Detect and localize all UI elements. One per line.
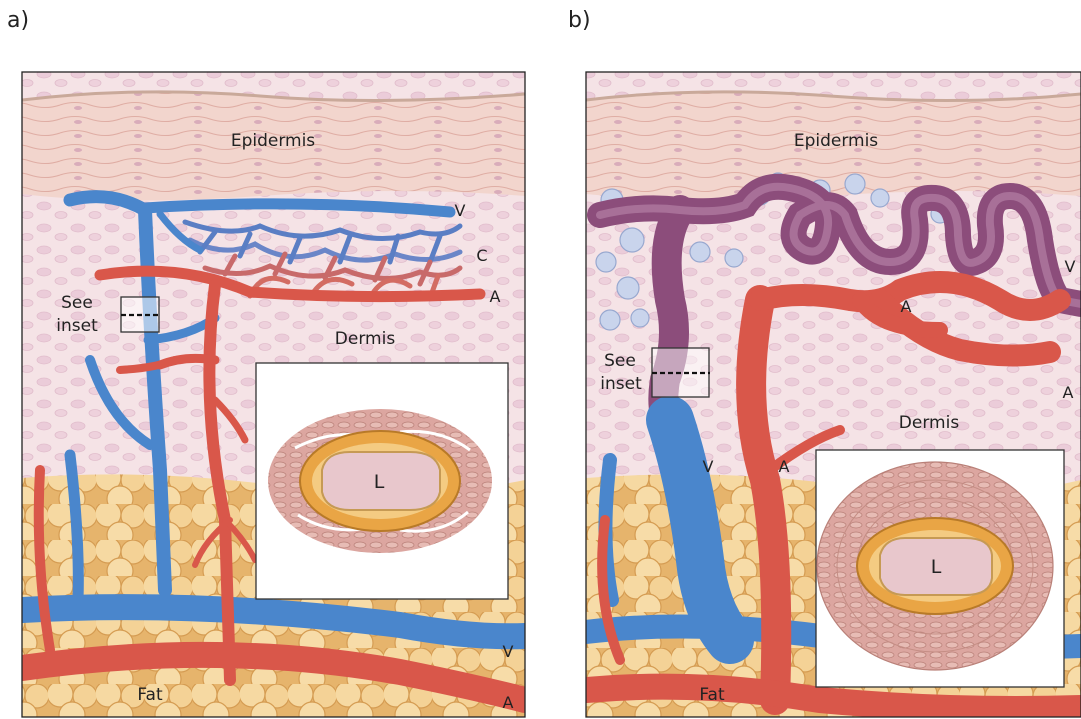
panel-b <box>586 72 1081 719</box>
panel-b-label-fat: Fat <box>699 685 725 705</box>
panel-b-label-lumen: L <box>931 556 942 578</box>
panel-b-label-epidermis: Epidermis <box>794 131 878 151</box>
panel-b-label-dermis: Dermis <box>899 413 960 433</box>
panel-b-label-inset: inset <box>600 374 642 394</box>
panel-b-label-vein: V <box>703 457 714 476</box>
panel-a-label-artery: A <box>490 287 501 306</box>
panel-a-label-bottom-vein: V <box>503 642 514 661</box>
panel-b-label-right-artery: A <box>1063 383 1074 402</box>
panel-b-label-see: See <box>604 351 636 371</box>
panel-a-label-see: See <box>61 293 93 313</box>
panel-b-label-artery: A <box>779 457 790 476</box>
panel-a-label-vein: V <box>455 201 466 220</box>
panel-a-label-dermis: Dermis <box>335 329 396 349</box>
panel-a-label-inset: inset <box>56 316 98 336</box>
panel-b-label-mid-artery: A <box>901 297 912 316</box>
panel-a-label-lumen: L <box>374 471 385 493</box>
panel-b-label-right-vein: V <box>1065 257 1076 276</box>
panel-a-label-bottom-artery: A <box>503 693 514 712</box>
panel-a-label-fat: Fat <box>137 685 163 705</box>
panel-a-label-capillary: C <box>476 246 487 265</box>
panel-a <box>22 72 525 719</box>
panel-a-label-epidermis: Epidermis <box>231 131 315 151</box>
